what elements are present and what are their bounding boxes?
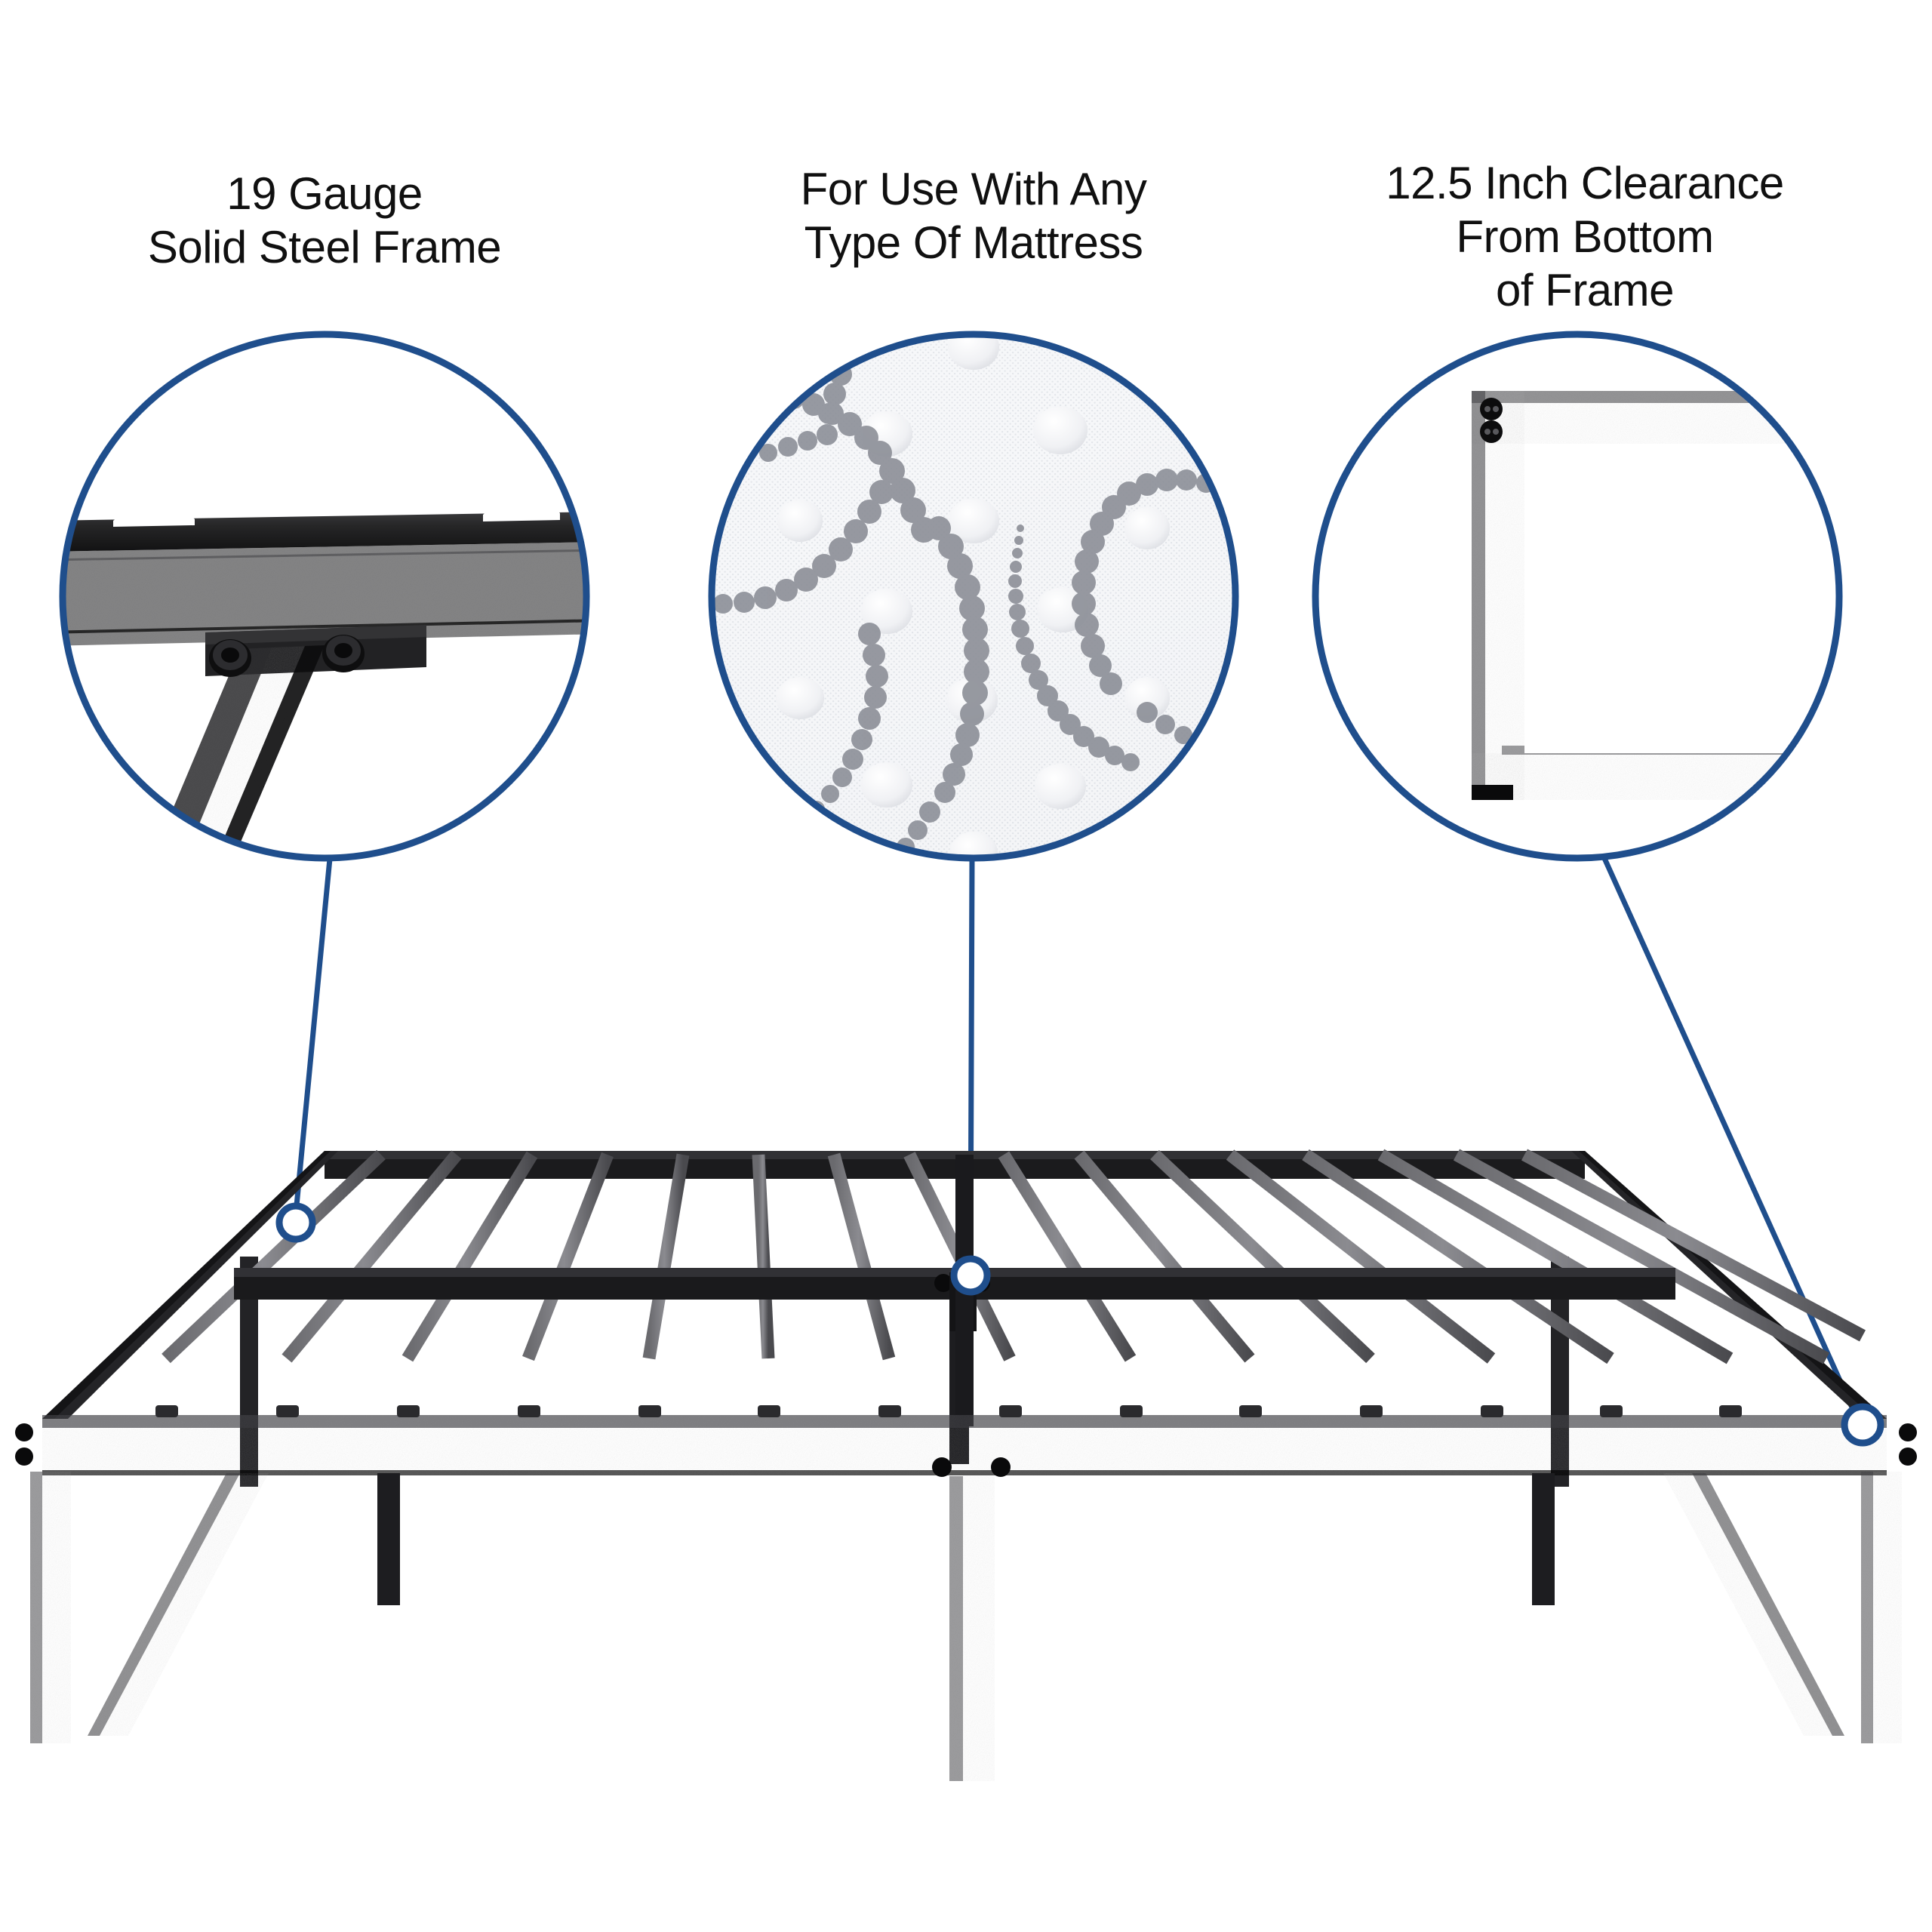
frame-far-rail [325,1151,1585,1179]
bolt-head-right [322,635,365,672]
leader-line-gauge [293,856,333,1217]
pointer-rings [275,1202,1884,1447]
front-legs [30,1457,1902,1781]
platform-bed-frame [15,1149,1917,1781]
bolt-head-lower [1480,420,1503,443]
callout-label-gauge: 19 Gauge Solid Steel Frame [147,168,502,272]
steel-rail-detail [63,504,586,646]
callout-circle-mattress [708,331,1239,862]
bolt-head-left [209,639,251,677]
callout-label-mattress: For Use With Any Type Of Mattress [800,164,1147,268]
bed-slats [162,1149,1866,1364]
pointer-ring-clearance [1841,1403,1884,1447]
callout-label-clearance: 12.5 Inch Clearance From Bottom of Frame [1386,158,1784,315]
bolt-head-upper [1480,398,1503,420]
leader-lines [293,845,1860,1420]
pointer-ring-mattress [950,1255,991,1296]
pointer-ring-gauge [275,1202,316,1243]
callout-circle-clearance [1312,331,1843,862]
frame-near-rail [15,1405,1917,1475]
callout-circle-gauge [59,331,590,862]
leader-line-clearance [1597,845,1860,1420]
